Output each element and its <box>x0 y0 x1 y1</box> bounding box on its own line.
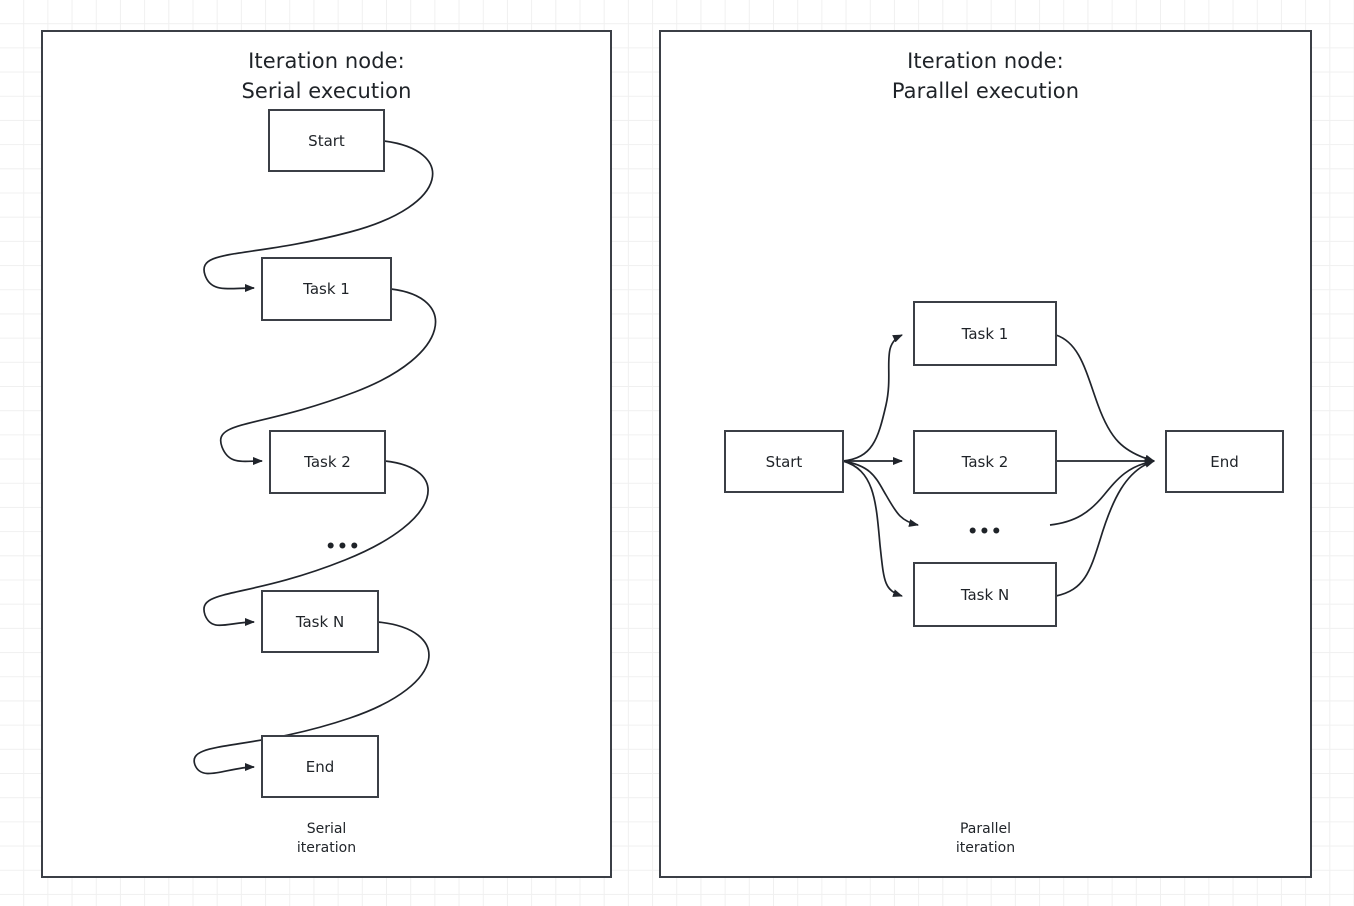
panel-serial-footer-label: Serial iteration <box>296 821 357 856</box>
panel-parallel-title: Iteration node: Parallel execution <box>891 49 1080 103</box>
edge-parallel-ellipsis-to-end <box>1049 458 1155 526</box>
node-serial-task2-label: Task 2 <box>303 453 351 471</box>
node-serial-end-label: End <box>306 758 335 776</box>
edge-start-to-task1 <box>203 140 434 293</box>
node-serial-taskn[interactable]: Task N <box>261 590 379 653</box>
parallel-ellipsis-label: ••• <box>967 522 1003 542</box>
node-parallel-taskn-label: Task N <box>960 586 1009 604</box>
node-serial-start-label: Start <box>308 132 345 150</box>
serial-nodes: Start Task 1 Task 2 Task N End <box>261 109 392 798</box>
node-serial-start[interactable]: Start <box>268 109 385 172</box>
node-parallel-start[interactable]: Start <box>724 430 844 493</box>
serial-ellipsis-label: ••• <box>325 537 361 557</box>
panel-serial-title: Iteration node: Serial execution <box>241 49 412 103</box>
node-serial-task1-label: Task 1 <box>302 280 350 298</box>
node-parallel-task2[interactable]: Task 2 <box>913 430 1057 494</box>
panel-parallel-footer-label: Parallel iteration <box>955 821 1016 856</box>
node-serial-task1[interactable]: Task 1 <box>261 257 392 321</box>
node-serial-end[interactable]: End <box>261 735 379 798</box>
parallel-nodes: Start Task 1 Task 2 Task N End <box>724 301 1284 627</box>
node-serial-taskn-label: Task N <box>295 613 344 631</box>
edge-task2-to-taskn <box>203 460 429 627</box>
node-parallel-start-label: Start <box>766 453 803 471</box>
edge-parallel-start-to-task1 <box>842 334 903 462</box>
node-parallel-task2-label: Task 2 <box>961 453 1009 471</box>
node-serial-task2[interactable]: Task 2 <box>269 430 386 494</box>
node-parallel-task1[interactable]: Task 1 <box>913 301 1057 366</box>
node-parallel-end[interactable]: End <box>1165 430 1284 493</box>
edge-parallel-task1-to-end <box>1055 334 1155 463</box>
node-parallel-taskn[interactable]: Task N <box>913 562 1057 627</box>
node-parallel-task1-label: Task 1 <box>961 325 1009 343</box>
edge-task1-to-task2 <box>219 288 437 466</box>
edge-parallel-taskn-to-end <box>1055 459 1155 597</box>
node-parallel-end-label: End <box>1210 453 1239 471</box>
edge-parallel-start-to-taskn <box>842 460 903 597</box>
parallel-edges: ••• <box>842 334 1155 597</box>
edge-parallel-start-to-ellipsis <box>842 460 919 527</box>
